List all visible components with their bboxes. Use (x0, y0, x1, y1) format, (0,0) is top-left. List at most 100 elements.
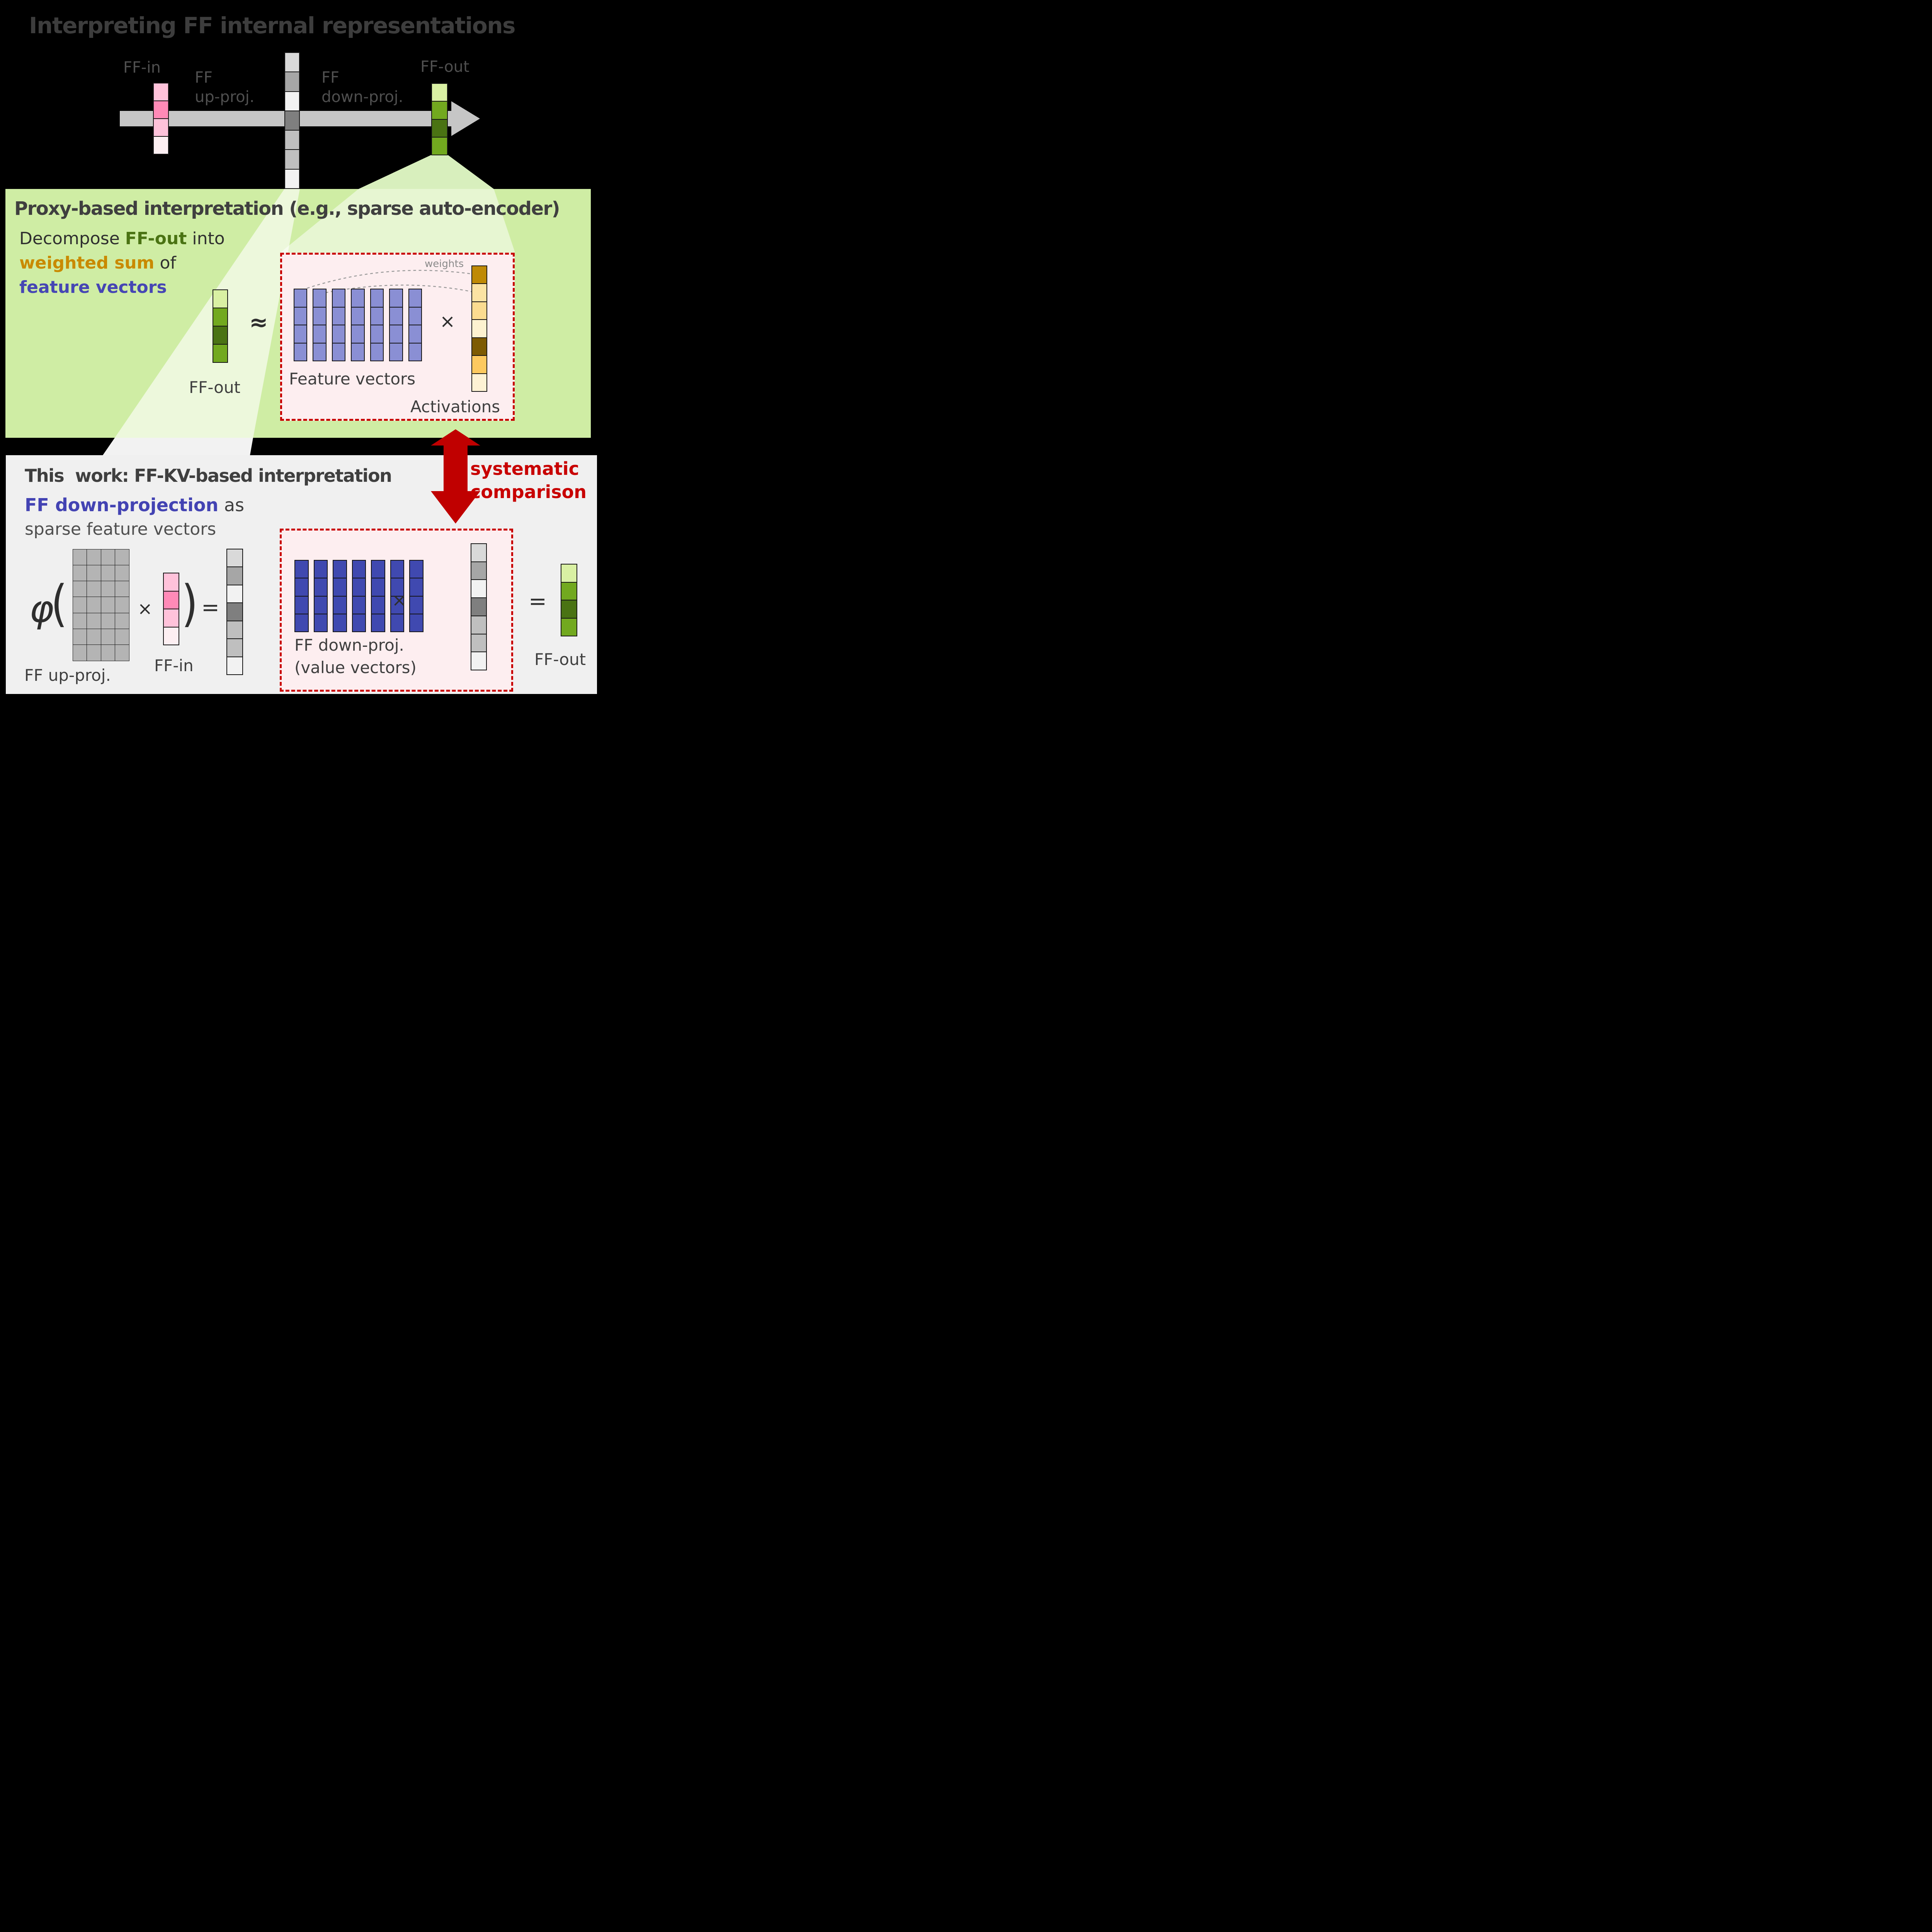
vector-cell (471, 543, 487, 562)
vector-cell (409, 578, 424, 597)
vector-cell (351, 325, 365, 344)
vector-cell (153, 83, 169, 101)
matrix-cell (87, 581, 101, 597)
vector-cell (370, 306, 384, 325)
vector-cell (352, 578, 366, 597)
vector-cell (352, 613, 366, 632)
multiply-symbol-formula: × (138, 598, 153, 619)
matrix-cell (87, 645, 101, 661)
vector-cell (294, 325, 308, 344)
activations-label: Activations (410, 397, 500, 416)
vector-cell (333, 595, 347, 614)
matrix-cell (115, 565, 129, 582)
vector-cell (471, 355, 487, 374)
vector-cell (333, 613, 347, 632)
vector-cell (213, 326, 228, 345)
vector-column (351, 289, 365, 361)
matrix-cell (100, 581, 116, 597)
vector-column (294, 560, 309, 632)
vector-cell (408, 289, 422, 308)
vector-cell (471, 597, 487, 616)
vector-cell (471, 373, 487, 392)
vector-cell (313, 595, 328, 614)
vector-cell (409, 613, 424, 632)
comparison-text-line1: systematic (470, 458, 579, 479)
vector-cell (409, 560, 424, 579)
ff-in-vector-formula (163, 573, 179, 645)
vector-cell (471, 283, 487, 302)
vector-cell (313, 306, 327, 325)
matrix-cell (115, 645, 129, 661)
vector-cell (351, 342, 365, 361)
vector-cell (213, 289, 228, 308)
lparen-symbol: ( (51, 575, 68, 633)
matrix-cell (87, 549, 101, 566)
vector-cell (284, 110, 300, 131)
vector-column (408, 289, 422, 361)
vector-cell (351, 289, 365, 308)
vector-cell (390, 613, 405, 632)
vector-cell (471, 561, 487, 580)
matrix-cell (87, 597, 101, 614)
desc-weighted-sum: weighted sum (19, 253, 155, 273)
approx-symbol: ≈ (249, 309, 268, 335)
matrix-cell (100, 597, 116, 614)
vector-cell (153, 100, 169, 119)
matrix-cell (72, 645, 87, 661)
vector-cell (284, 52, 300, 73)
vector-cell (284, 168, 300, 189)
vector-column (294, 289, 308, 361)
green-wedge-upper (359, 155, 494, 189)
gray-beam-lower (103, 438, 253, 455)
multiply-symbol-sae: × (440, 311, 456, 332)
vector-cell (284, 91, 300, 111)
ff-in-label-formula: FF-in (154, 656, 194, 675)
matrix-cell (100, 549, 116, 566)
ff-out-vector-proxy (213, 289, 228, 363)
vector-cell (332, 289, 346, 308)
vector-cell (408, 342, 422, 361)
vector-column (389, 289, 403, 361)
hidden-vector-kv (471, 543, 487, 671)
vector-cell (390, 578, 405, 597)
vector-cell (333, 560, 347, 579)
ff-out-caption-work: FF-out (534, 650, 586, 669)
vector-cell (163, 590, 179, 609)
vector-column (313, 289, 327, 361)
desc-into: into (187, 229, 225, 248)
ff-out-vector-work (561, 564, 577, 636)
matrix-cell (87, 628, 101, 645)
desc-feature-vectors: feature vectors (19, 277, 167, 297)
label-ff-up-2: up-proj. (195, 88, 255, 106)
vector-cell (294, 578, 309, 597)
vector-cell (561, 564, 577, 583)
proxy-desc-line1: Decompose FF-out into (19, 226, 225, 251)
vector-cell (333, 578, 347, 597)
matrix-cell (72, 612, 87, 629)
vector-cell (163, 609, 179, 628)
ff-in-vector-top (153, 83, 169, 155)
vector-cell (213, 344, 228, 363)
ff-out-vector-top (431, 83, 448, 155)
sub-ff-down-projection: FF down-projection (25, 495, 219, 515)
matrix-cell (115, 549, 129, 566)
vector-cell (294, 595, 309, 614)
figure-canvas: Interpreting FF internal representations… (0, 0, 605, 704)
proxy-desc-line3: feature vectors (19, 275, 167, 299)
vector-column (313, 560, 328, 632)
work-panel-title: This work: FF-KV-based interpretation (25, 465, 392, 486)
multiply-symbol-kv: × (392, 590, 407, 611)
matrix-cell (87, 565, 101, 582)
vector-cell (390, 560, 405, 579)
vector-cell (351, 306, 365, 325)
label-ff-in-top: FF-in (123, 59, 161, 77)
vector-cell (471, 337, 487, 356)
vector-cell (313, 325, 327, 344)
vector-cell (352, 560, 366, 579)
vector-cell (471, 651, 487, 671)
matrix-cell (72, 549, 87, 566)
desc-ff-out: FF-out (125, 229, 187, 248)
vector-cell (371, 613, 385, 632)
vector-cell (371, 578, 385, 597)
vector-cell (431, 119, 448, 138)
